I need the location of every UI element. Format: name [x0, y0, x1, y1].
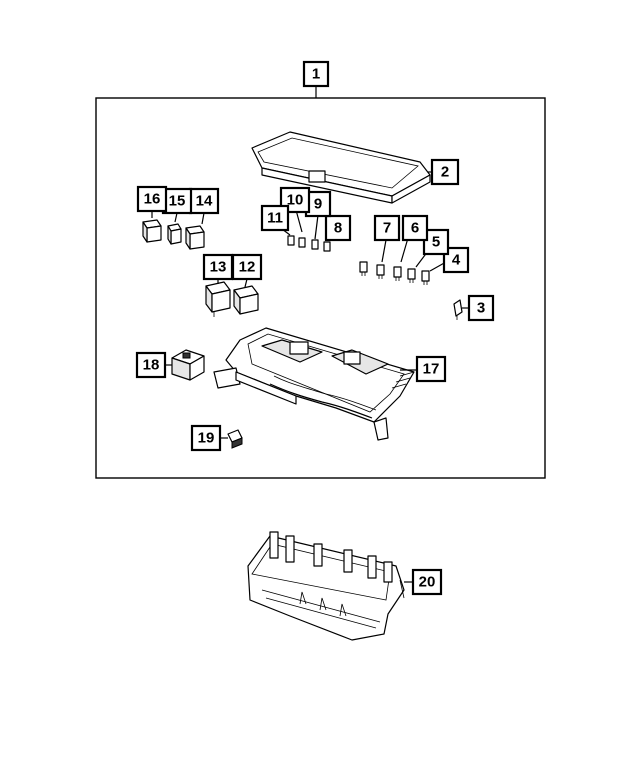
callout-3: 3	[467, 294, 495, 322]
svg-text:18: 18	[143, 357, 160, 374]
callout-1: 1	[302, 60, 330, 88]
callout-11: 11	[260, 204, 290, 232]
callout-6: 6	[401, 214, 429, 242]
leader-15	[174, 212, 178, 223]
callout-2: 2	[430, 158, 460, 186]
svg-text:5: 5	[432, 234, 440, 251]
callout-18: 18	[135, 351, 167, 379]
part-14-16-micro-relays	[142, 219, 205, 250]
part-2-cover	[251, 131, 431, 204]
leader-10	[295, 209, 303, 233]
leader-6	[400, 237, 409, 263]
callout-12: 12	[231, 253, 263, 281]
svg-text:8: 8	[334, 220, 342, 237]
svg-text:1: 1	[312, 66, 320, 83]
part-17-fuse-box-base	[213, 327, 415, 441]
svg-text:20: 20	[419, 574, 436, 591]
part-4-7-fuses	[359, 261, 430, 285]
callout-14: 14	[188, 187, 220, 215]
svg-text:7: 7	[383, 220, 391, 237]
callout-5: 5	[422, 228, 450, 256]
part-12-13-relays	[205, 281, 259, 317]
svg-text:13: 13	[210, 259, 227, 276]
callout-17: 17	[415, 355, 447, 383]
leader-7	[381, 239, 387, 263]
callout-7: 7	[373, 214, 401, 242]
part-3-clip	[453, 299, 463, 320]
part-19-connector	[227, 429, 243, 449]
leader-9	[314, 214, 319, 240]
svg-text:3: 3	[477, 300, 485, 317]
part-18-connector	[171, 349, 205, 381]
callout-13: 13	[202, 253, 234, 281]
svg-text:10: 10	[287, 192, 304, 209]
part-20-bracket	[247, 531, 405, 641]
svg-text:2: 2	[441, 164, 449, 181]
svg-text:19: 19	[198, 430, 215, 447]
svg-text:17: 17	[423, 361, 440, 378]
callout-15: 15	[161, 187, 193, 215]
svg-text:9: 9	[314, 196, 322, 213]
svg-text:11: 11	[267, 210, 283, 227]
svg-text:4: 4	[452, 252, 461, 269]
svg-text:6: 6	[411, 220, 419, 237]
assembly-frame	[95, 97, 546, 479]
part-8-11-fuses	[287, 235, 331, 252]
leader-12	[244, 278, 248, 288]
svg-text:15: 15	[169, 193, 186, 210]
callout-8: 8	[324, 214, 352, 242]
callout-19: 19	[190, 424, 222, 452]
callout-20: 20	[411, 568, 443, 596]
svg-text:16: 16	[144, 191, 161, 208]
svg-text:12: 12	[239, 259, 256, 276]
svg-text:14: 14	[196, 193, 213, 210]
leader-14	[201, 212, 205, 225]
callout-16: 16	[136, 185, 168, 213]
